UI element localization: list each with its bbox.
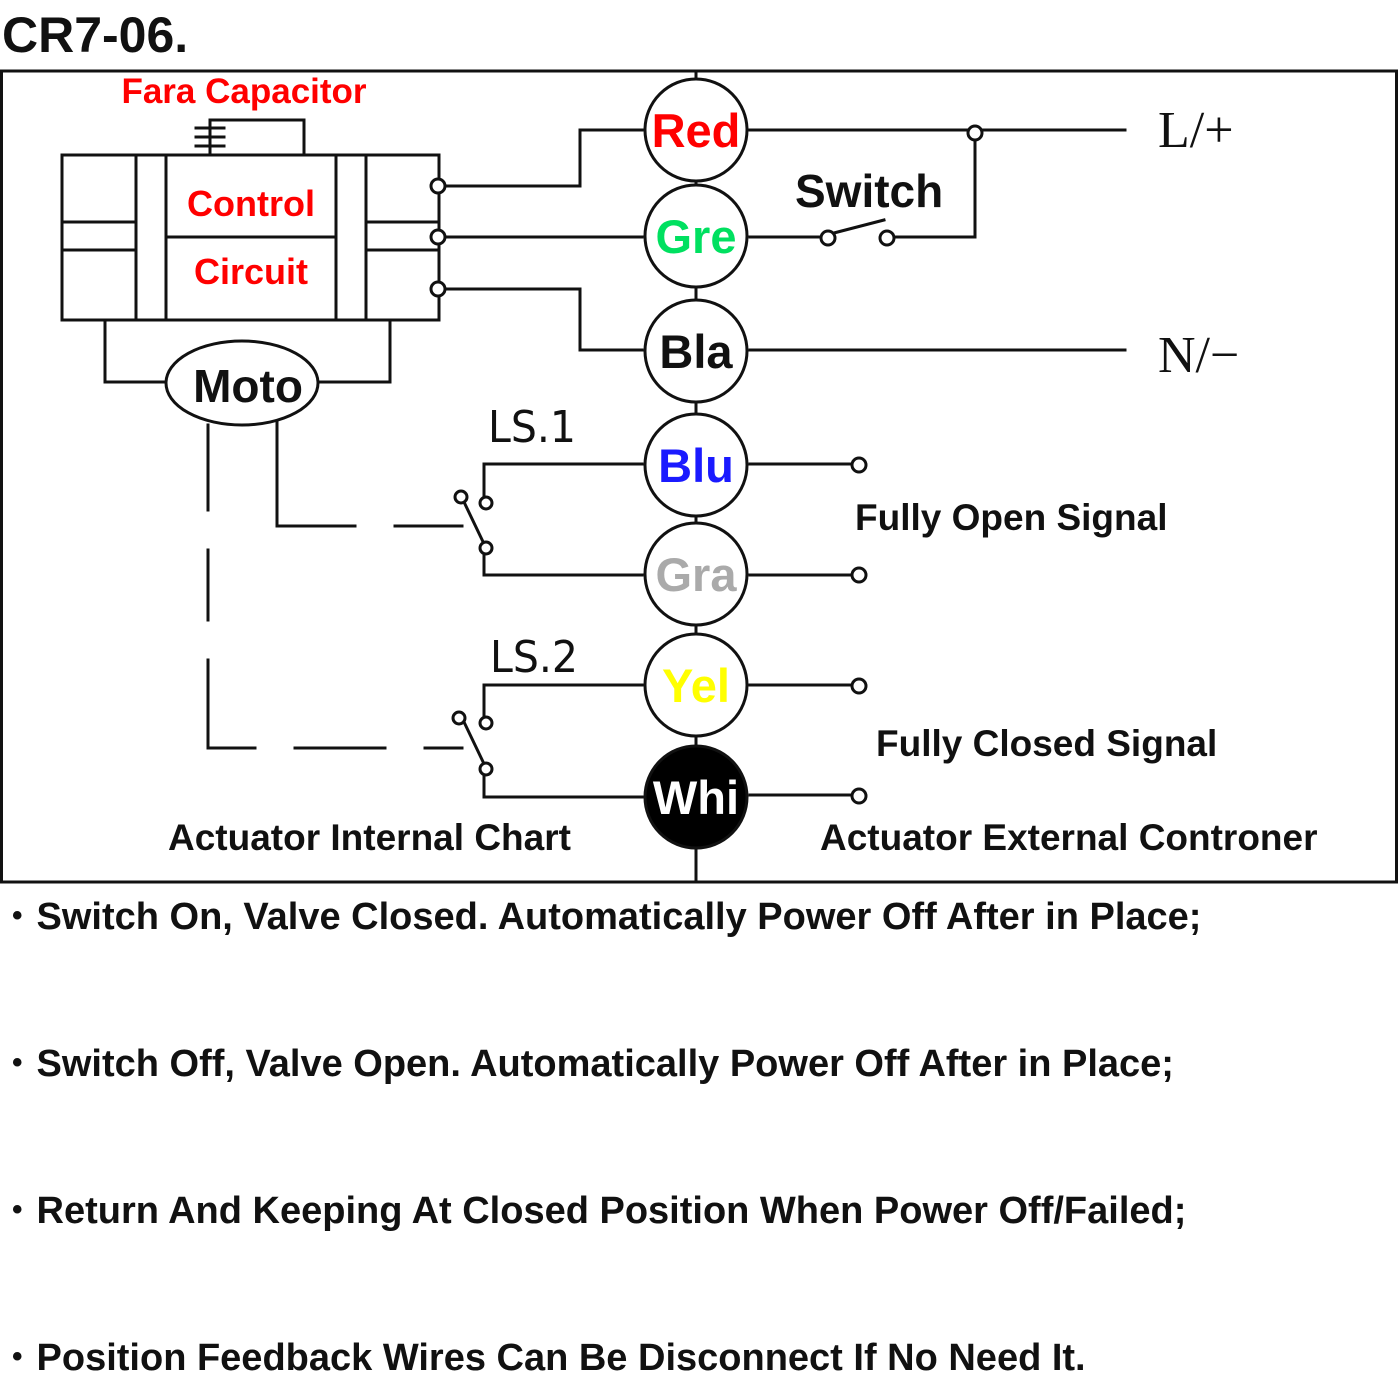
ls1-contact-b xyxy=(478,495,494,511)
terminal-label-whi: Whi xyxy=(653,771,739,824)
capacitor-symbol xyxy=(194,118,306,157)
terminal-circle-whi xyxy=(643,744,749,850)
motor-wire-left xyxy=(103,318,170,384)
external-terminal-yellow xyxy=(850,677,868,695)
ls2-contact-c xyxy=(478,761,494,777)
terminal-label-yel: Yel xyxy=(662,659,730,712)
bullet-icon: • xyxy=(12,1340,23,1373)
ls1-label: LS.1 xyxy=(488,402,576,453)
external-terminal-white xyxy=(850,787,868,805)
note-item: • Position Feedback Wires Can Be Disconne… xyxy=(12,1337,1086,1380)
external-section-label: Actuator External Controner xyxy=(820,817,1318,858)
motor-ellipse xyxy=(164,339,320,427)
ls1-contact-c xyxy=(478,540,494,556)
terminal-circle-gre xyxy=(643,183,749,289)
motor-wire-right xyxy=(316,318,392,384)
wire-switch-return xyxy=(891,128,977,239)
bullet-icon: • xyxy=(12,899,23,932)
neutral-label: N/− xyxy=(1158,327,1239,384)
terminal-circle-bla xyxy=(643,298,749,404)
circuit-label: Circuit xyxy=(194,251,308,292)
ls2-contact-a xyxy=(451,710,467,726)
terminal-label-gra: Gra xyxy=(656,548,738,601)
control-label: Control xyxy=(187,183,315,224)
ls1-contact-a xyxy=(453,489,469,505)
terminal-label-blu: Blu xyxy=(658,439,734,492)
diagram-title: CR7-06. xyxy=(2,7,188,63)
note-item: • Return And Keeping At Closed Position W… xyxy=(12,1190,1186,1233)
line-label: L/+ xyxy=(1158,102,1234,159)
switch-label: Switch xyxy=(795,165,943,217)
note-text: Return And Keeping At Closed Position Wh… xyxy=(36,1190,1187,1232)
control-terminal-1 xyxy=(429,177,447,195)
open-signal-label: Fully Open Signal xyxy=(855,497,1167,538)
switch-blade xyxy=(828,218,886,236)
closed-signal-label: Fully Closed Signal xyxy=(876,723,1217,764)
terminal-circle-yel xyxy=(643,632,749,738)
external-terminal-gray xyxy=(850,566,868,584)
control-terminal-3 xyxy=(429,280,447,298)
note-text: Position Feedback Wires Can Be Disconnec… xyxy=(36,1337,1086,1379)
switch-contact-left xyxy=(819,229,837,247)
junction-node xyxy=(966,124,984,142)
note-item: • Switch On, Valve Closed. Automatically … xyxy=(12,896,1201,939)
note-item: • Switch Off, Valve Open. Automatically P… xyxy=(12,1043,1174,1086)
terminal-label-red: Red xyxy=(652,104,741,157)
ls2-contact-b xyxy=(478,715,494,731)
terminal-circle-gra xyxy=(643,521,749,627)
terminal-circle-red xyxy=(643,77,749,183)
ls2-label: LS.2 xyxy=(490,632,578,683)
diagram-frame xyxy=(0,69,1398,884)
limit-switch-2 xyxy=(461,683,644,799)
terminal-label-gre: Gre xyxy=(656,210,737,263)
wire-control-red xyxy=(443,128,644,188)
limit-switch-1 xyxy=(461,462,644,577)
capacitor-label: Fara Capacitor xyxy=(121,72,366,111)
terminal-circle-blu xyxy=(643,412,749,518)
wire-control-black xyxy=(443,287,644,352)
linkage-ls2 xyxy=(206,423,464,750)
note-text: Switch On, Valve Closed. Automatically P… xyxy=(36,896,1202,938)
linkage-ls1 xyxy=(275,418,357,528)
motor-label: Moto xyxy=(193,360,303,412)
note-text: Switch Off, Valve Open. Automatically Po… xyxy=(36,1043,1174,1085)
internal-section-label: Actuator Internal Chart xyxy=(168,817,571,858)
terminal-label-bla: Bla xyxy=(659,325,733,378)
bullet-icon: • xyxy=(12,1193,23,1226)
bullet-icon: • xyxy=(12,1046,23,1079)
external-terminal-blue xyxy=(850,456,868,474)
control-terminal-2 xyxy=(429,228,447,246)
switch-contact-right xyxy=(878,229,896,247)
control-circuit-block xyxy=(60,153,441,322)
